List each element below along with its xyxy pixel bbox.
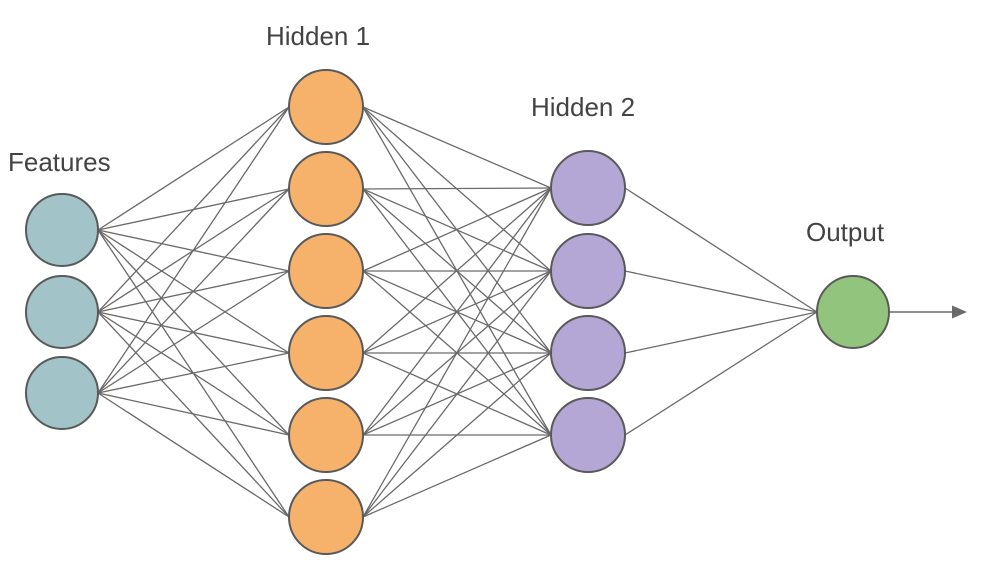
node-hidden-1-3: [288, 233, 364, 309]
node-hidden-1-2: [288, 151, 364, 227]
node-features-1: [25, 193, 99, 267]
output-arrowhead-icon: [952, 305, 967, 319]
edge-hidden-1-1-to-hidden-2-1: [362, 106, 552, 189]
edge-hidden-1-6-to-hidden-2-1: [362, 187, 552, 518]
node-hidden-1-1: [288, 69, 364, 145]
edge-hidden-1-3-to-hidden-2-1: [362, 187, 552, 272]
edge-features-3-to-hidden-1-3: [97, 270, 290, 394]
edge-hidden-1-5-to-hidden-2-1: [362, 187, 552, 436]
edge-hidden-2-3-to-output-1: [624, 311, 818, 354]
edge-hidden-1-6-to-hidden-2-4: [362, 434, 552, 518]
edge-features-3-to-hidden-1-5: [97, 392, 290, 436]
edge-features-3-to-hidden-1-2: [97, 188, 290, 394]
edge-features-3-to-hidden-1-6: [97, 392, 290, 518]
node-hidden-1-5: [288, 397, 364, 473]
node-output-1: [816, 275, 890, 349]
edge-hidden-2-4-to-output-1: [624, 311, 818, 436]
edge-hidden-1-6-to-hidden-2-2: [362, 270, 552, 518]
edge-features-3-to-hidden-1-1: [97, 106, 290, 394]
node-features-3: [25, 356, 99, 430]
layer-label-hidden-1: Hidden 1: [266, 21, 371, 51]
edge-features-1-to-hidden-1-1: [97, 106, 290, 231]
edge-features-2-to-hidden-1-1: [97, 106, 290, 313]
node-hidden-2-1: [550, 150, 626, 226]
edge-hidden-1-6-to-hidden-2-3: [362, 352, 552, 518]
node-features-2: [25, 275, 99, 349]
node-hidden-2-4: [550, 397, 626, 473]
node-hidden-1-4: [288, 315, 364, 391]
edge-hidden-1-4-to-hidden-2-1: [362, 187, 552, 354]
layer-label-features: Features: [8, 147, 111, 177]
layer-label-hidden-2: Hidden 2: [531, 92, 636, 122]
node-hidden-1-6: [288, 479, 364, 555]
edge-features-3-to-hidden-1-4: [97, 352, 290, 394]
node-hidden-2-3: [550, 315, 626, 391]
edge-hidden-1-2-to-hidden-2-1: [362, 187, 552, 190]
edge-hidden-2-2-to-output-1: [624, 270, 818, 313]
edge-hidden-2-1-to-output-1: [624, 187, 818, 313]
layer-label-output: Output: [806, 217, 885, 247]
node-hidden-2-2: [550, 233, 626, 309]
